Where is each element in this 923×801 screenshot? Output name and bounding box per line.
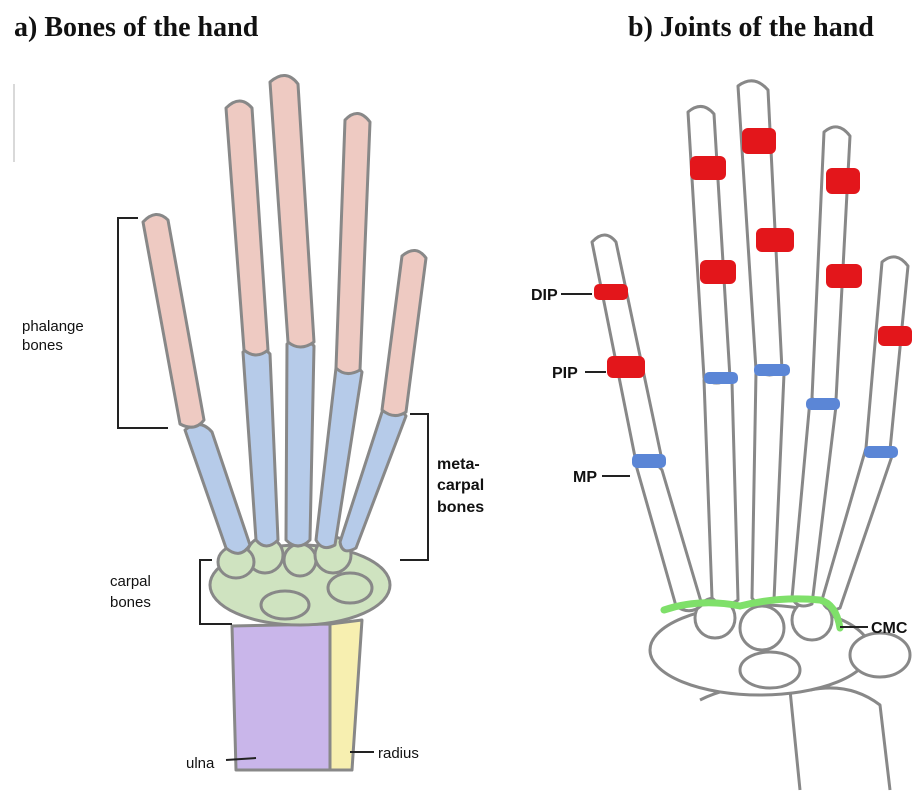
label-meta-line3: bones — [437, 499, 484, 516]
label-meta-line2: carpal — [437, 477, 484, 494]
phalange-bones — [143, 75, 426, 427]
joint-metacarpal-bones — [636, 367, 892, 610]
radius-bone — [330, 620, 362, 770]
metacarpal-bracket — [400, 414, 428, 560]
joint-carpal-bones — [650, 598, 910, 695]
label-carpal-line1: carpal — [110, 573, 151, 590]
ulna-bone — [232, 624, 330, 770]
label-dip: DIP — [531, 287, 558, 304]
label-mp: MP — [573, 469, 597, 486]
label-meta-line1: meta- — [437, 456, 480, 473]
forearm-outline-left — [700, 687, 800, 790]
panel-a-hand: phalange bones meta- carpal bones carpal… — [14, 75, 484, 772]
label-pip: PIP — [552, 365, 578, 382]
label-carpal-line2: bones — [110, 594, 151, 611]
label-phalange-line1: phalange — [22, 318, 84, 335]
metacarpal-bones — [185, 338, 406, 553]
forearm-outline-right — [810, 688, 890, 790]
label-ulna: ulna — [186, 755, 215, 772]
label-cmc: CMC — [871, 620, 908, 637]
label-phalange-line2: bones — [22, 337, 63, 354]
panel-b-hand: DIP PIP MP CMC — [531, 81, 912, 790]
label-radius: radius — [378, 745, 419, 762]
